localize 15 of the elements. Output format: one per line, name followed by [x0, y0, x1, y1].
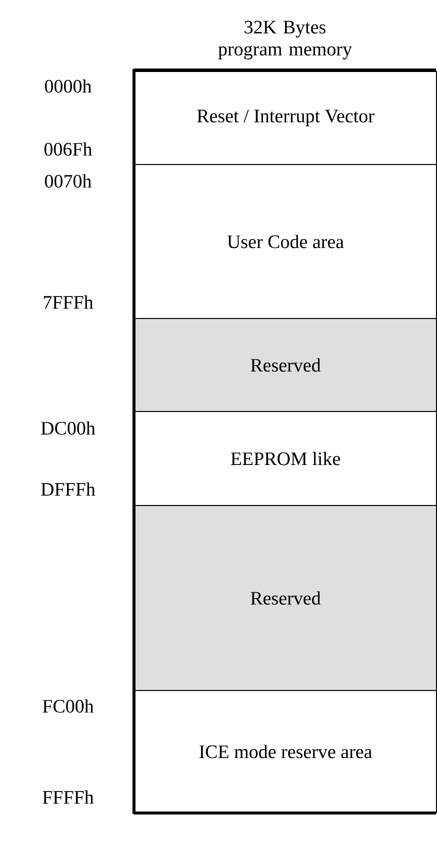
- memory-region: Reserved: [134, 505, 437, 691]
- address-label: FC00h: [42, 699, 94, 713]
- address-label: 0070h: [44, 174, 92, 188]
- memory-region: ICE mode reserve area: [134, 690, 437, 813]
- address-label: FFFFh: [42, 790, 94, 804]
- memory-region: EEPROM like: [134, 411, 437, 506]
- address-label: 0000h: [44, 79, 92, 93]
- address-label: 006Fh: [44, 142, 92, 156]
- memory-region: Reset / Interrupt Vector: [134, 71, 437, 165]
- column-heading: 32K Bytes program memory: [218, 20, 352, 60]
- address-label: DC00h: [41, 421, 96, 435]
- address-label: 7FFFh: [44, 295, 94, 309]
- memory-region: Reserved: [134, 318, 437, 412]
- address-label: DFFFh: [41, 482, 96, 496]
- memory-region: User Code area: [134, 164, 437, 319]
